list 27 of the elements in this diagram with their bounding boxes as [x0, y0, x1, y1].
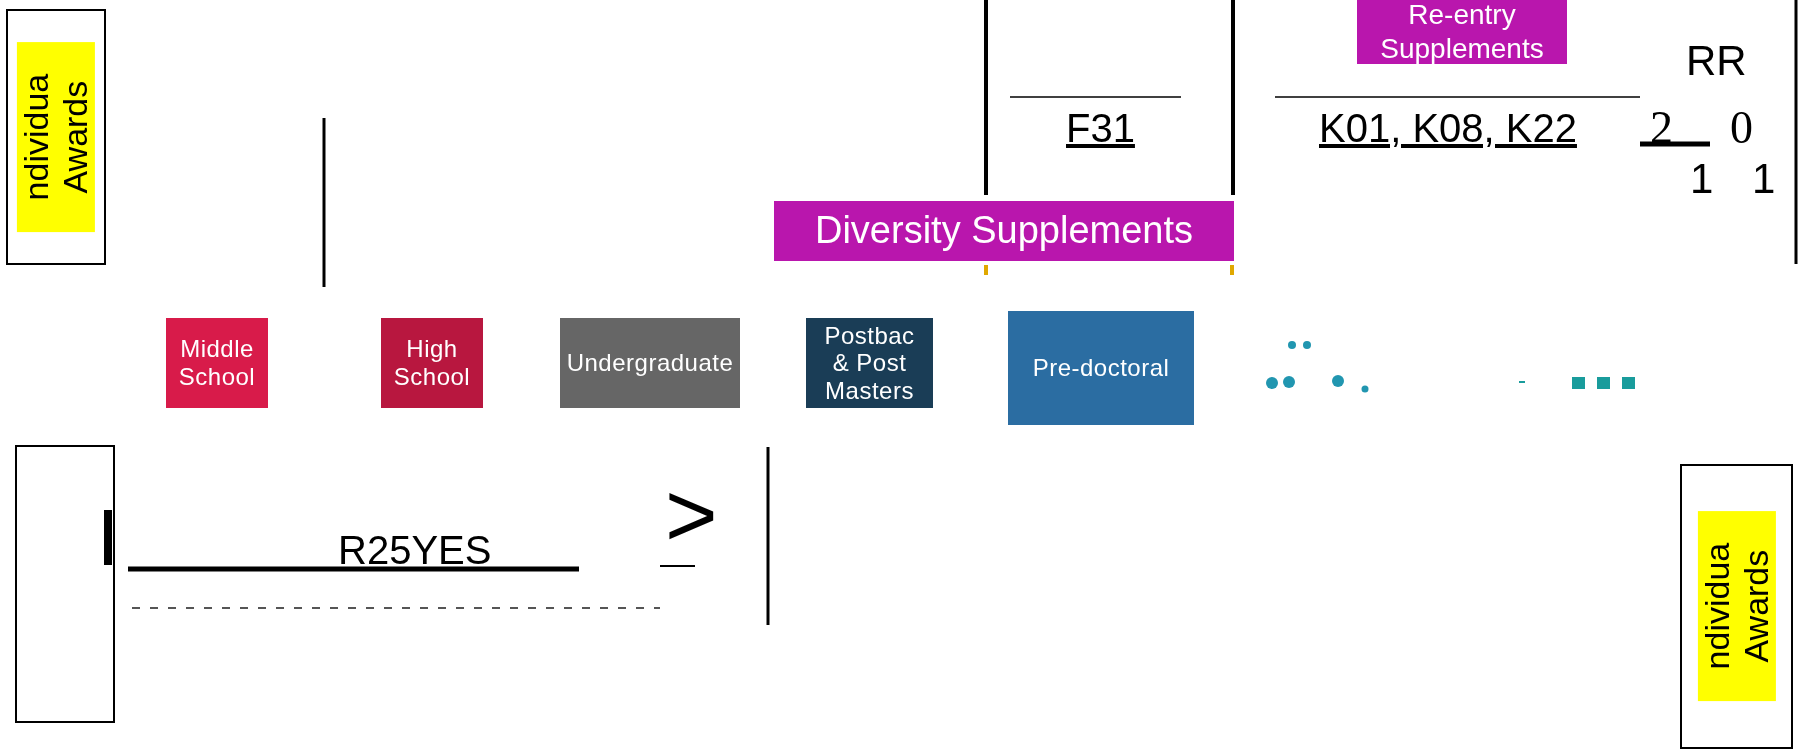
- number-label: 0: [1730, 105, 1753, 151]
- stage-label: High School: [392, 335, 472, 391]
- stage-label: Postbac & Post Masters: [823, 321, 916, 405]
- stage-label: Middle School: [177, 335, 257, 391]
- career-stage-box: [1008, 311, 1194, 425]
- row-label: RR: [1686, 40, 1747, 82]
- award-box: [1680, 464, 1793, 749]
- chevron-label: >: [665, 470, 718, 560]
- career-stage-box: [381, 318, 483, 408]
- award-label: ndividua Awards: [1697, 511, 1776, 702]
- number-label: 1: [1690, 158, 1714, 200]
- number-label: 1: [1752, 158, 1776, 200]
- grant-code: F31: [1066, 108, 1135, 148]
- stage-label: Pre-doctoral: [1032, 354, 1170, 382]
- career-stage-box: [166, 318, 268, 408]
- award-box: [6, 9, 106, 265]
- grant-code: K01, K08, K22: [1319, 108, 1577, 148]
- grant-code: R25YES: [338, 530, 492, 570]
- career-stage-box: [560, 318, 740, 408]
- career-stage-box: [806, 318, 933, 408]
- award-label: ndividua Awards: [16, 42, 96, 232]
- supplement-band: [774, 201, 1234, 261]
- stage-label: Undergraduate: [566, 349, 734, 377]
- supplement-label: Re-entry Supplements: [1379, 0, 1545, 66]
- outline-box: [15, 445, 115, 723]
- supplement-label: Diversity Supplements: [814, 208, 1193, 254]
- supplement-band: [1357, 0, 1567, 64]
